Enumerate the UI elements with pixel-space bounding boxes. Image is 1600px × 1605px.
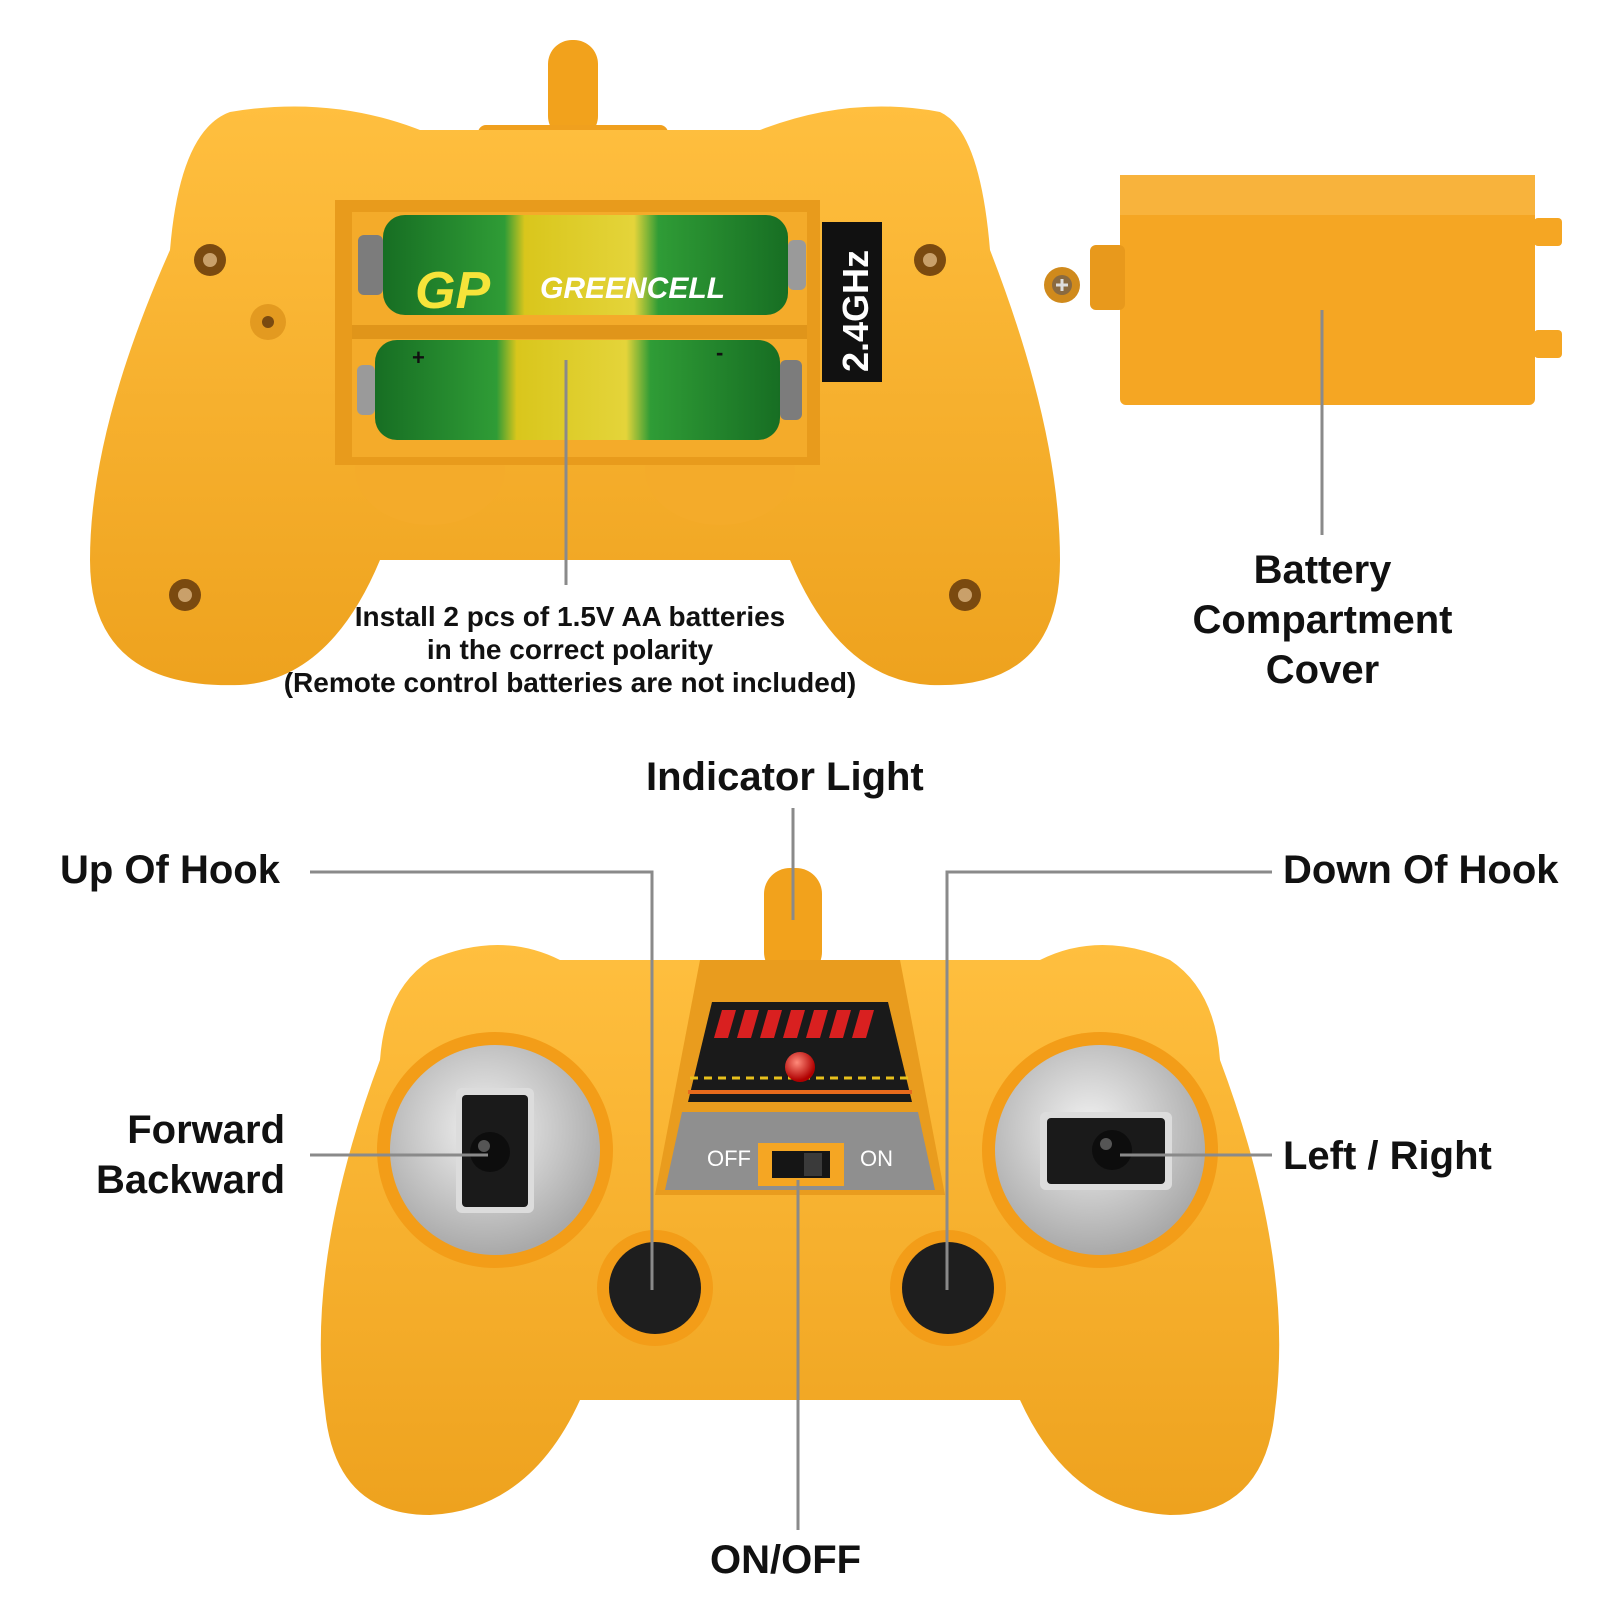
aa-battery: + -	[357, 340, 802, 440]
battery-minus-text: -	[716, 340, 723, 365]
battery-cover-label-line: Compartment	[1192, 598, 1453, 642]
left-right-label: Left / Right	[1283, 1134, 1492, 1178]
hazard-stripes	[714, 1010, 874, 1038]
battery-plus-text: +	[412, 345, 425, 370]
frequency-label-plate	[822, 222, 882, 382]
on-off-label: ON/OFF	[710, 1538, 862, 1582]
install-note-line: in the correct polarity	[426, 634, 714, 665]
switch-off-label: OFF	[707, 1146, 751, 1171]
hook-up-button[interactable]	[597, 1230, 713, 1346]
antenna	[548, 40, 598, 140]
install-note-line: Install 2 pcs of 1.5V AA batteries	[354, 601, 786, 632]
battery-cover-label: Battery Compartment Cover	[1150, 545, 1495, 695]
indicator-light	[785, 1052, 815, 1082]
battery-name-text: GREENCELL	[540, 272, 725, 305]
forward-backward-label-line: Backward	[96, 1158, 285, 1202]
leader-lines	[310, 808, 1272, 1530]
battery-compartment-cover	[1044, 175, 1562, 405]
install-note-line: (Remote control batteries are not includ…	[283, 667, 857, 698]
remote-front-view: OFF ON	[320, 868, 1280, 1515]
forward-backward-label: Forward Backward	[40, 1105, 285, 1205]
left-joystick[interactable]	[377, 1032, 613, 1268]
battery-cover-label-line: Battery	[1253, 548, 1392, 592]
switch-on-label: ON	[860, 1146, 893, 1171]
antenna	[764, 868, 822, 978]
install-note: Install 2 pcs of 1.5V AA batteries in th…	[240, 600, 900, 699]
battery-cover-label-line: Cover	[1265, 648, 1380, 692]
forward-backward-label-line: Forward	[127, 1108, 285, 1152]
battery-brand-text: GP	[415, 262, 490, 320]
remote-back-view: GP GREENCELL + - 2.4GHz	[90, 40, 1060, 686]
right-joystick[interactable]	[982, 1032, 1218, 1268]
indicator-light-label: Indicator Light	[646, 755, 924, 799]
frequency-label: 2.4GHz	[835, 250, 876, 372]
screw-icon	[169, 244, 981, 611]
down-of-hook-label: Down Of Hook	[1283, 848, 1559, 892]
up-of-hook-label: Up Of Hook	[60, 848, 280, 892]
aa-battery: GP GREENCELL	[358, 215, 806, 320]
